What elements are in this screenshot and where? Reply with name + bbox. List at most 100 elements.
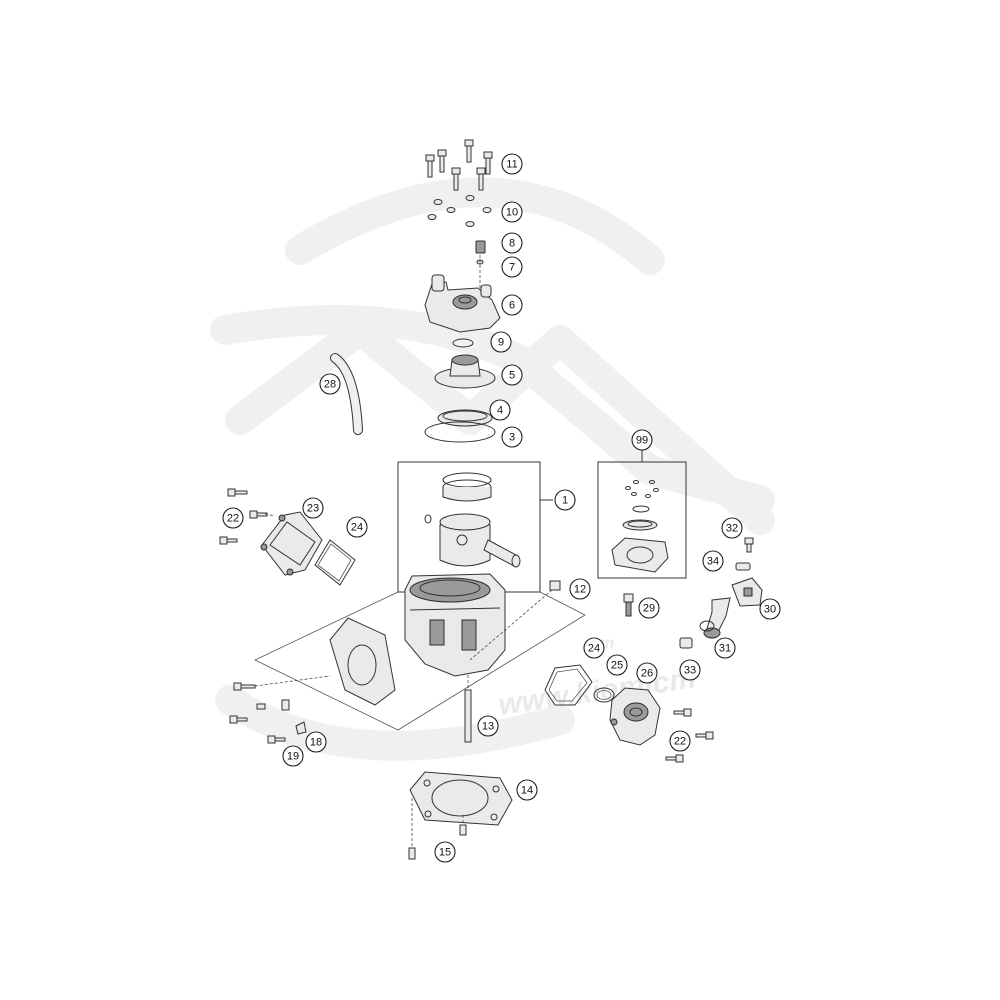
watermark-url-text: www.kiomicm — [496, 662, 698, 722]
callout-24a: 24 — [346, 516, 368, 538]
temperature-sensor — [623, 593, 634, 617]
callout-22a: 22 — [222, 507, 244, 529]
callout-label: 10 — [506, 207, 518, 219]
callout-label: 18 — [310, 737, 322, 749]
callout-circle — [679, 659, 701, 681]
callout-label: 29 — [643, 603, 655, 615]
valve-cover-right — [609, 687, 661, 746]
callout-13: 13 — [477, 715, 499, 737]
callout-99: 99 — [631, 429, 653, 451]
callout-label: 19 — [287, 751, 299, 763]
callout-3: 3 — [501, 426, 523, 448]
callout-9: 9 — [490, 331, 512, 353]
callout-8: 8 — [501, 232, 523, 254]
exhaust-valve-cover — [260, 511, 323, 576]
callout-circle — [501, 426, 523, 448]
callout-circle — [501, 364, 523, 386]
head-nut — [475, 240, 486, 254]
sealing-ring — [437, 409, 493, 427]
callout-label: 14 — [521, 785, 533, 797]
callout-26: 26 — [636, 662, 658, 684]
callout-label: 22 — [674, 736, 686, 748]
callout-22b: 22 — [669, 730, 691, 752]
callout-circle — [638, 597, 660, 619]
callout-circle — [759, 598, 781, 620]
callout-15: 15 — [434, 841, 456, 863]
callout-11: 11 — [501, 153, 523, 175]
callout-28: 28 — [319, 373, 341, 395]
callout-label: 5 — [509, 370, 515, 382]
callout-34: 34 — [702, 550, 724, 572]
callout-18: 18 — [305, 731, 327, 753]
callout-label: 1 — [562, 495, 568, 507]
callout-label: 23 — [307, 503, 319, 515]
callout-circle — [346, 516, 368, 538]
callout-label: 24 — [588, 643, 600, 655]
valve-housing — [731, 577, 763, 607]
callout-24b: 24 — [583, 637, 605, 659]
callout-label: 99 — [636, 435, 648, 447]
callout-label: 30 — [764, 604, 776, 616]
callout-circle — [501, 256, 523, 278]
callout-circle — [702, 550, 724, 572]
callout-label: 32 — [726, 523, 738, 535]
callout-label: 34 — [707, 556, 719, 568]
small-gasket — [735, 562, 751, 571]
callout-label: 9 — [498, 337, 504, 349]
callout-19: 19 — [282, 745, 304, 767]
callout-7: 7 — [501, 256, 523, 278]
callout-label: 24 — [351, 522, 363, 534]
o-ring-right — [593, 687, 615, 703]
callout-12: 12 — [569, 578, 591, 600]
callout-31: 31 — [714, 637, 736, 659]
callout-label: 22 — [227, 513, 239, 525]
callout-30: 30 — [759, 598, 781, 620]
callout-33: 33 — [679, 659, 701, 681]
sealing-washers — [427, 195, 492, 227]
callout-circle — [606, 654, 628, 676]
callout-circle — [583, 637, 605, 659]
callout-label: 15 — [439, 847, 451, 859]
callout-25: 25 — [606, 654, 628, 676]
lock-washer — [295, 721, 307, 735]
callout-circle — [489, 399, 511, 421]
cylinder-base-gasket — [409, 771, 513, 826]
callout-label: 11 — [506, 159, 517, 171]
cylinder-head — [424, 274, 501, 333]
cover-gasket — [314, 539, 356, 586]
callout-label: 26 — [641, 668, 653, 680]
callout-5: 5 — [501, 364, 523, 386]
o-ring-large — [424, 421, 496, 443]
callout-circle — [631, 429, 653, 451]
callout-10: 10 — [501, 201, 523, 223]
exhaust-flange — [329, 617, 396, 706]
callout-circle — [319, 373, 341, 395]
callout-circle — [554, 489, 576, 511]
o-ring — [452, 338, 474, 348]
callout-label: 31 — [719, 643, 731, 655]
callout-circle — [222, 507, 244, 529]
coolant-hose — [330, 353, 363, 435]
cap-nut — [679, 637, 693, 649]
callout-circle — [501, 153, 523, 175]
callout-circle — [434, 841, 456, 863]
callout-label: 12 — [574, 584, 586, 596]
callout-circle — [501, 201, 523, 223]
cylinder — [404, 573, 506, 677]
callout-circle — [477, 715, 499, 737]
callout-label: 7 — [509, 262, 515, 274]
piston-rings — [442, 472, 492, 502]
cylinder-head-bolts — [425, 139, 493, 191]
callout-1: 1 — [554, 489, 576, 511]
callout-label: 6 — [509, 300, 515, 312]
callout-4: 4 — [489, 399, 511, 421]
callout-circle — [714, 637, 736, 659]
callout-label: 28 — [324, 379, 336, 391]
callout-circle — [516, 779, 538, 801]
callout-circle — [636, 662, 658, 684]
callout-circle — [305, 731, 327, 753]
screws-right — [665, 708, 714, 763]
callout-circle — [282, 745, 304, 767]
callout-layer: 11 10 8 7 6 9 5 28 4 3 99 1 23 22 24 32 34 12 29 30 24 25 26 31… — [222, 153, 781, 863]
